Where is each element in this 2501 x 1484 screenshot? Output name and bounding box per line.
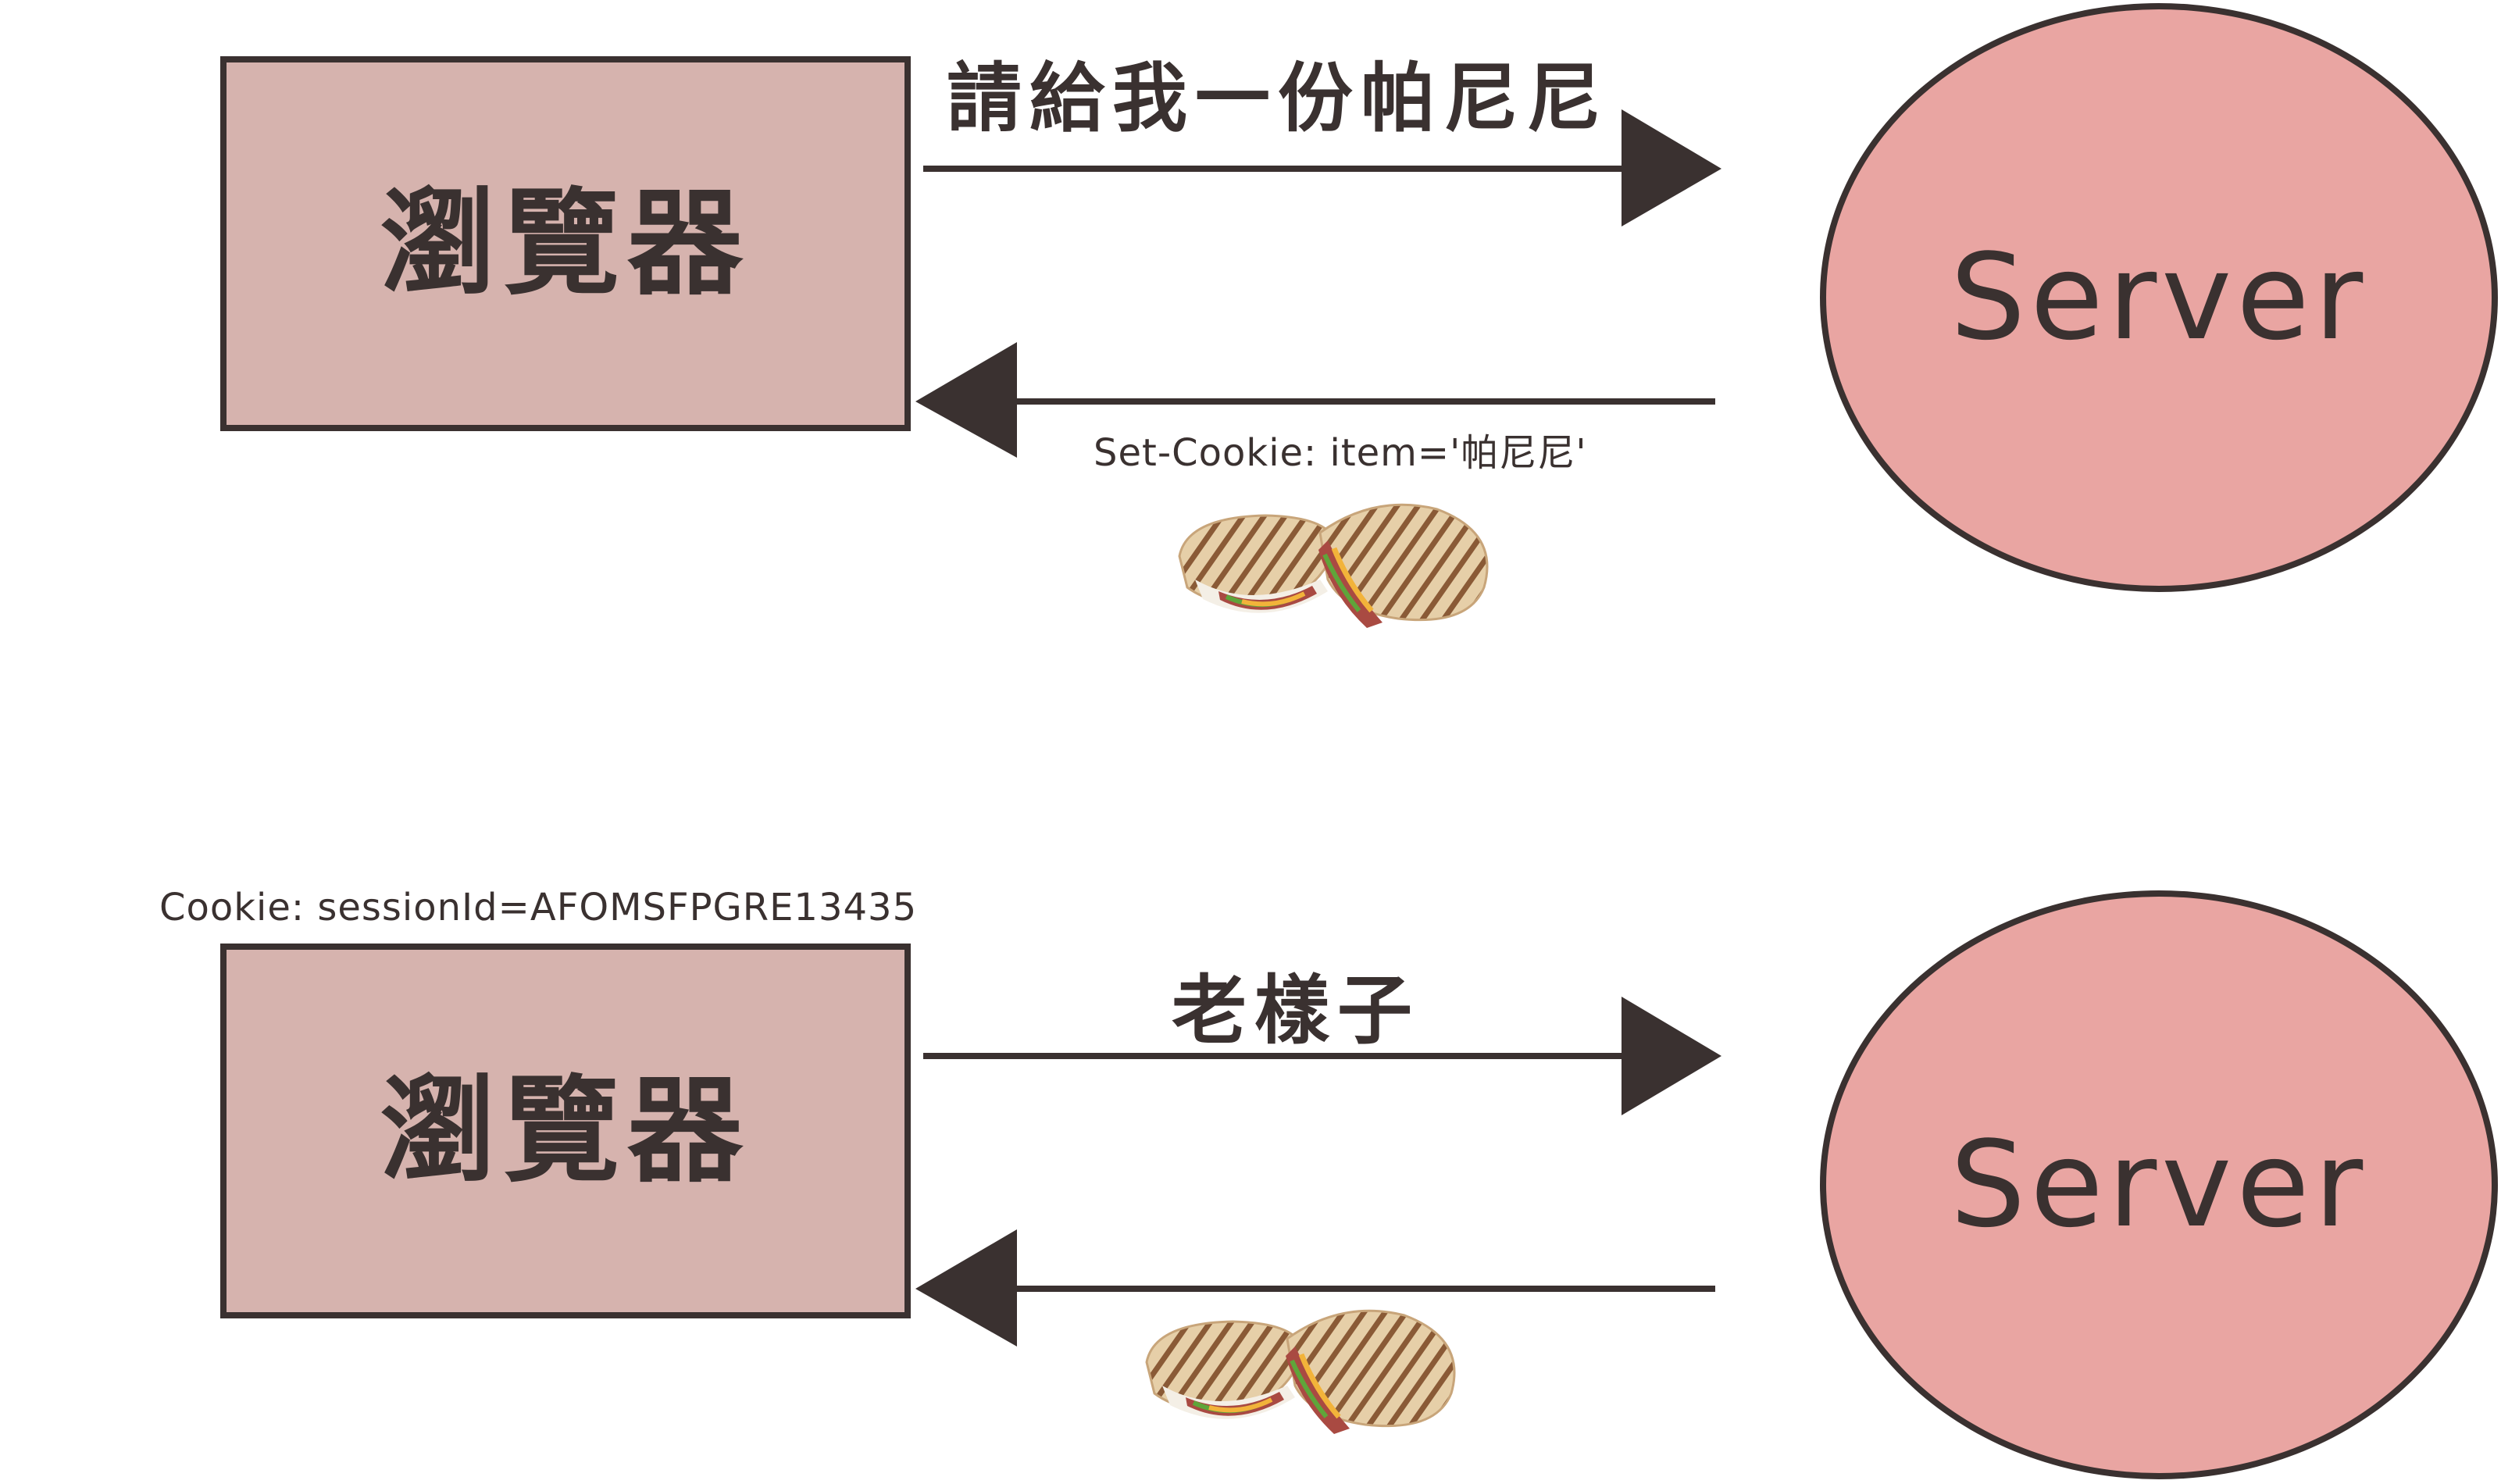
server-node-1-label: Server <box>1950 228 2368 366</box>
response-arrow-2 <box>915 1229 1715 1347</box>
browser-node-2-label: 瀏覽器 <box>380 1064 751 1198</box>
panini-sandwich-icon <box>1145 1309 1456 1434</box>
request-arrow-2 <box>923 997 1721 1115</box>
set-cookie-label: Set-Cookie: item='帕尼尼' <box>1094 431 1587 475</box>
server-node-2: Server <box>1820 890 2498 1479</box>
request-label-2: 老樣子 <box>1172 967 1420 1054</box>
request-arrow-1 <box>923 109 1721 227</box>
panini-sandwich-icon <box>1178 503 1489 628</box>
browser-node-2: 瀏覽器 <box>220 944 911 1318</box>
browser-node-1: 瀏覽器 <box>220 56 911 431</box>
response-arrow-1 <box>915 342 1715 458</box>
server-node-1: Server <box>1820 3 2498 592</box>
server-node-2-label: Server <box>1950 1115 2368 1254</box>
request-label-1: 請給我一份帕尼尼 <box>947 55 1609 142</box>
cookie-session-label: Cookie: sessionId=AFOMSFPGRE13435 <box>159 886 918 929</box>
browser-node-1-label: 瀏覽器 <box>380 177 751 311</box>
